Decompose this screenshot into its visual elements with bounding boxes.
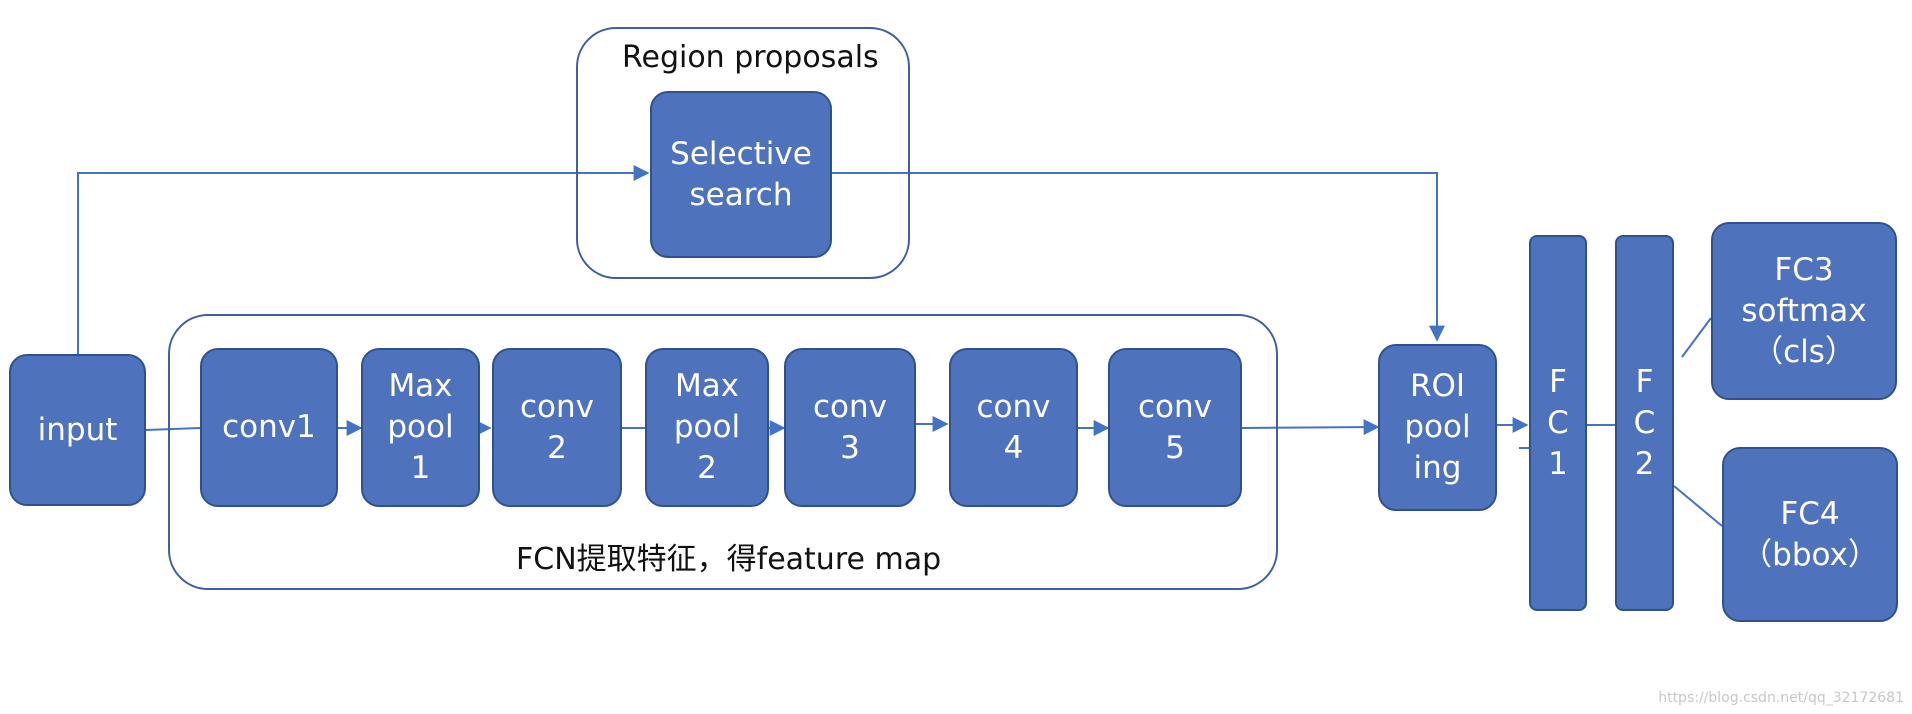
input-label: input xyxy=(37,411,118,448)
input-node: input xyxy=(9,354,146,506)
conv5-node: conv 5 xyxy=(1108,348,1242,507)
edge-fc2-to-fc4 xyxy=(1673,485,1723,527)
conv4-label: conv 4 xyxy=(976,388,1051,466)
fc2-label: F C 2 xyxy=(1633,363,1656,482)
fc1-node: F C 1 xyxy=(1529,235,1587,611)
fc3-label: FC3 softmax （cls） xyxy=(1741,251,1867,370)
edge-fc2-to-fc3 xyxy=(1681,317,1712,358)
roi-pooling-node: ROI pool ing xyxy=(1378,344,1497,511)
conv1-label: conv1 xyxy=(222,409,316,445)
maxpool1-label: Max pool 1 xyxy=(387,368,454,486)
fcn-group-label: FCN提取特征，得feature map xyxy=(516,542,942,577)
maxpool2-label: Max pool 2 xyxy=(673,368,741,486)
edge-input-to-conv1 xyxy=(145,427,201,431)
fc4-label: FC4 （bbox） xyxy=(1741,495,1879,573)
region-proposals-group xyxy=(576,27,910,279)
edge-conv5-to-roi xyxy=(1241,419,1380,436)
edge-selective-search-to-roi xyxy=(832,172,1445,342)
conv2-label: conv 2 xyxy=(519,388,594,466)
edge-input-to-selective-search xyxy=(77,165,650,354)
selective-search-node: Selective search xyxy=(650,91,832,258)
watermark-url: https://blog.csdn.net/qq_32172681 xyxy=(1658,690,1904,706)
fc1-label: F C 1 xyxy=(1547,363,1569,482)
conv4-node: conv 4 xyxy=(949,348,1078,507)
fc4-node: FC4 （bbox） xyxy=(1722,447,1898,622)
selective-search-label: Selective search xyxy=(670,135,812,213)
fcn-group xyxy=(168,314,1278,590)
fc3-node: FC3 softmax （cls） xyxy=(1711,222,1897,400)
maxpool2-node: Max pool 2 xyxy=(645,348,769,507)
conv5-label: conv 5 xyxy=(1137,388,1212,466)
roi-pooling-label: ROI pool ing xyxy=(1404,368,1471,486)
conv2-node: conv 2 xyxy=(492,348,622,507)
region-proposals-label: Region proposals xyxy=(622,40,879,75)
conv1-node: conv1 xyxy=(200,348,338,507)
conv3-label: conv 3 xyxy=(812,388,887,466)
maxpool1-node: Max pool 1 xyxy=(361,348,480,507)
fc2-node: F C 2 xyxy=(1615,235,1674,611)
conv3-node: conv 3 xyxy=(784,348,916,507)
